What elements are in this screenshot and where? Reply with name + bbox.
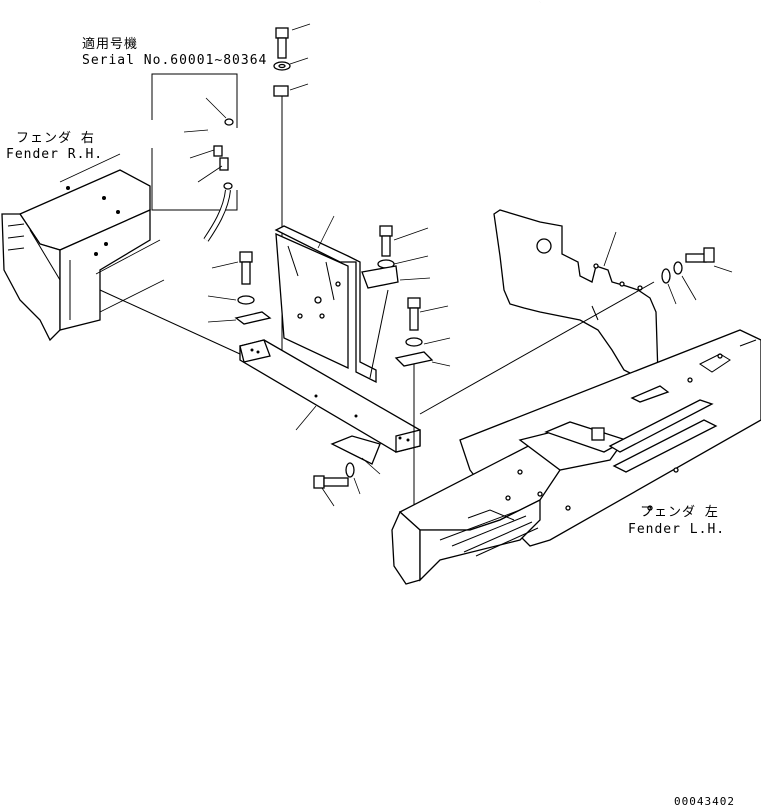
support-beam-part [239, 339, 421, 453]
serial-range-bracket [151, 73, 238, 211]
fender-right-en: Fender R.H. [6, 147, 104, 162]
far-right-bolt-set [661, 247, 733, 305]
leader-lines-left [183, 23, 311, 183]
serial-note-jp: 適用号機 [82, 37, 139, 52]
fender-left-jp: フェンダ 左 [640, 505, 719, 520]
fender-left-en: Fender L.H. [628, 522, 726, 537]
hose-part [281, 0, 541, 98]
fender-right-jp: フェンダ 右 [16, 131, 95, 146]
center-bracket-part [274, 215, 377, 384]
center-right-bolt-set [361, 225, 451, 512]
right-fender-part [1, 153, 165, 342]
serial-note-range: Serial No.60001~80364 [82, 53, 268, 68]
drawing-number: 00043402 [674, 795, 735, 808]
cover-panel-part [419, 209, 659, 415]
lower-bracket-part [313, 435, 381, 507]
left-bolt-set [207, 251, 272, 325]
left-fender-part [391, 329, 761, 585]
guide-line-a [99, 289, 241, 355]
small-hose-parts [203, 118, 234, 242]
